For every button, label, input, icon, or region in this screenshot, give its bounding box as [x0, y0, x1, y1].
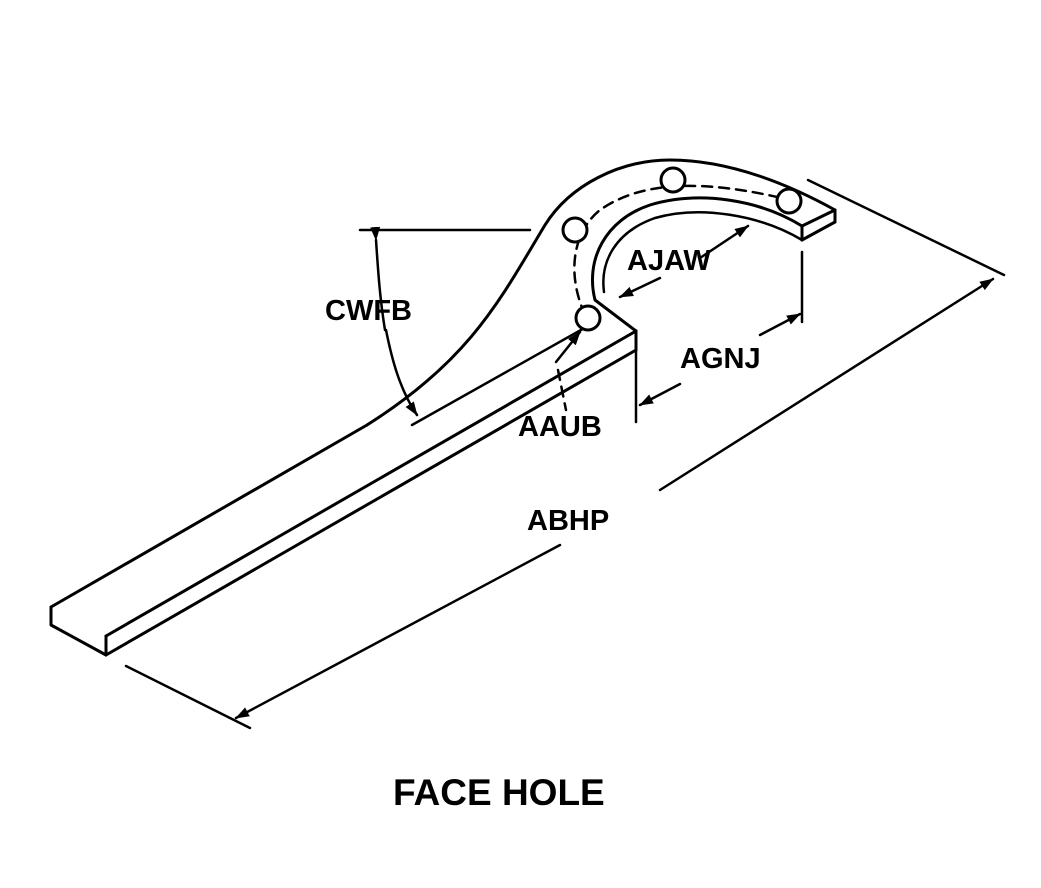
dimension-agnj: AGNJ [634, 250, 804, 424]
diagram-caption: FACE HOLE [393, 772, 605, 813]
wrench-handle [49, 324, 638, 657]
hole-1 [574, 304, 602, 332]
dimension-aaub: AAUB [518, 330, 602, 443]
dimension-ajaw: AJAW [618, 224, 750, 299]
dimension-abhp: ABHP [124, 178, 1006, 730]
dimension-cwfb: CWFB [325, 226, 532, 417]
hole-2 [561, 216, 589, 244]
label-ajaw: AJAW [627, 245, 711, 277]
wrench-hook [365, 158, 837, 427]
label-aaub: AAUB [518, 411, 602, 443]
label-cwfb: CWFB [325, 295, 412, 327]
hole-4 [775, 187, 803, 215]
label-abhp: ABHP [527, 505, 609, 537]
hole-3 [659, 166, 687, 194]
face-holes [561, 166, 803, 332]
label-agnj: AGNJ [680, 343, 761, 375]
